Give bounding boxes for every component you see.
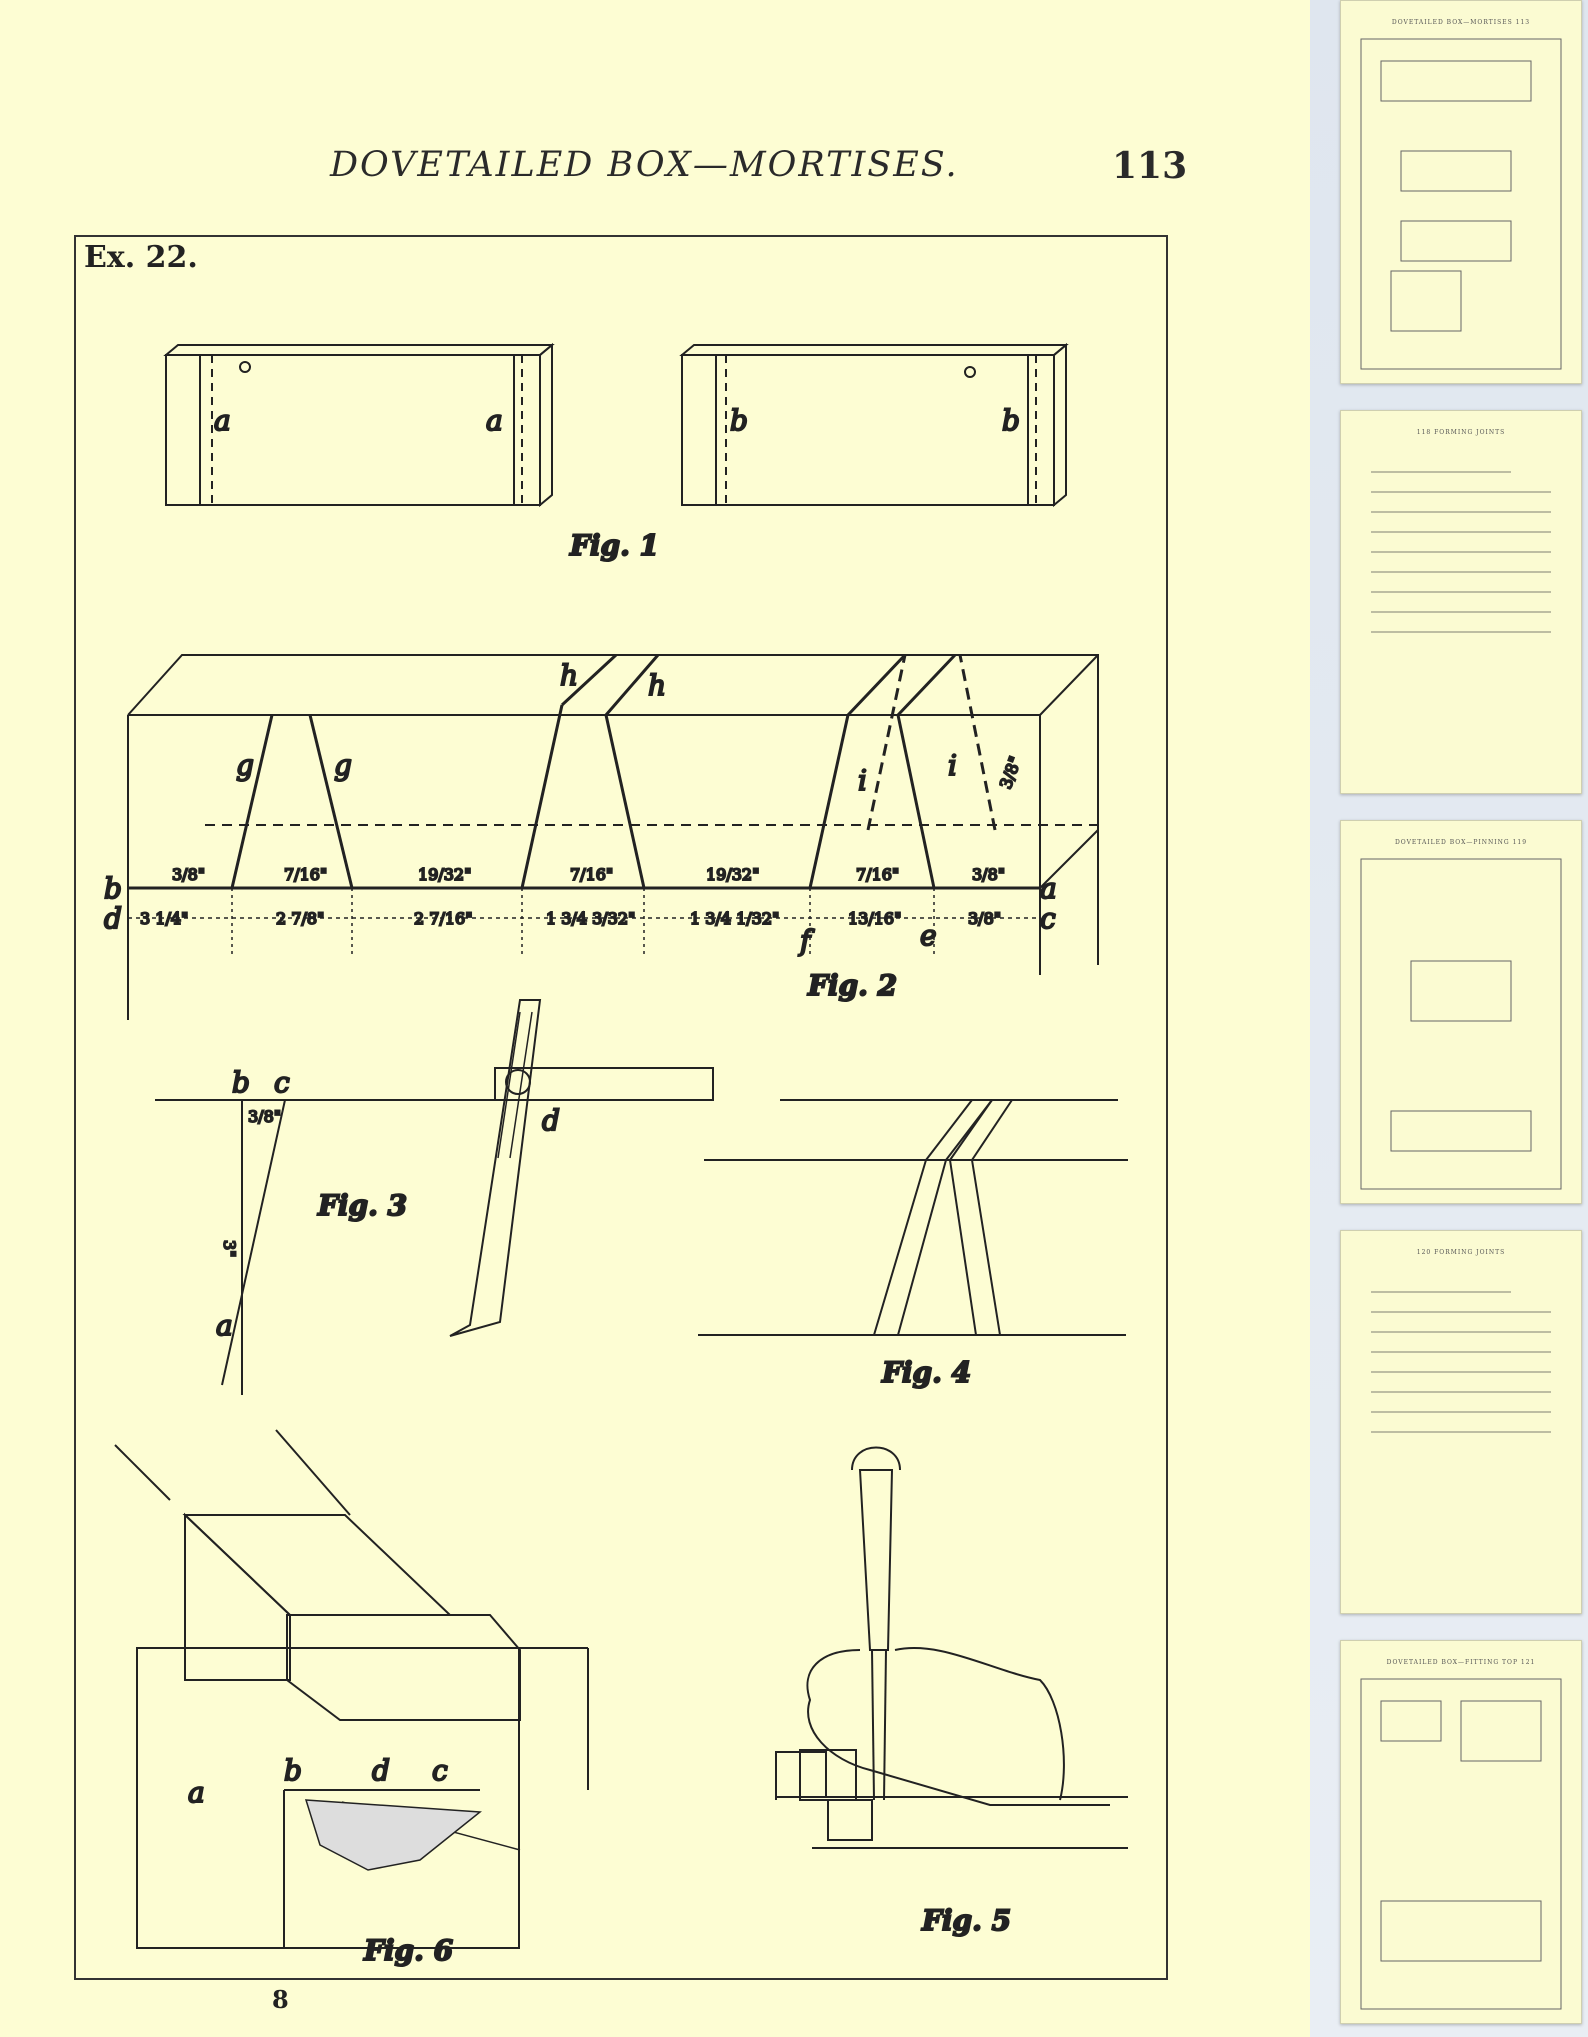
fig2-label-e: e: [920, 919, 937, 952]
thumbnail-header: DOVETAILED BOX—PINNING 119: [1394, 839, 1528, 846]
fig2-width-3: 19/32": [418, 865, 471, 884]
fig4-caption: Fig. 4: [881, 1356, 971, 1389]
fig2-label-h2: h: [648, 669, 666, 702]
fig1-label-a1: a: [214, 404, 231, 437]
fig5-chisel-hand: [775, 1446, 1128, 1849]
fig1-label-b2: b: [1002, 404, 1020, 437]
fig3-label-d: d: [542, 1104, 560, 1137]
fig6-mortise-chiseling: [114, 1429, 589, 1949]
fig2-label-g1: g: [236, 749, 254, 782]
fig3-label-c: c: [274, 1066, 290, 1099]
fig2-label-f: f: [798, 924, 815, 957]
thumbnail-header: DOVETAILED BOX—FITTING TOP 121: [1386, 1659, 1536, 1666]
fig1-boards: [163, 342, 1069, 508]
fig6-label-a: a: [188, 1776, 205, 1809]
fig2-spacing-7: 3/8": [968, 909, 1001, 928]
fig2-label-c: c: [1040, 902, 1056, 935]
fig2-label-b: b: [104, 872, 122, 905]
fig2-spacing-1: 3 1/4": [140, 909, 188, 928]
thumbnail-sidebar[interactable]: DOVETAILED BOX—MORTISES 113 118 FORMING …: [1310, 0, 1588, 2037]
fig1-caption: Fig. 1: [569, 529, 659, 562]
fig6-label-b: b: [284, 1754, 302, 1787]
fig3-dim-side: 3": [220, 1240, 239, 1258]
running-title: DOVETAILED BOX—MORTISES.: [330, 145, 959, 185]
page-number: 113: [1112, 145, 1188, 187]
fig2-width-5: 19/32": [706, 865, 759, 884]
fig3-bevel-setting: [155, 999, 714, 1395]
fig3-label-a: a: [216, 1309, 233, 1342]
fig2-caption: Fig. 2: [807, 969, 897, 1002]
figure-plate: [74, 235, 1168, 1980]
fig4-saw-cuts: [698, 1099, 1128, 1336]
footer-signature: 8: [272, 1985, 289, 2014]
fig2-spacing-3: 2 7/16": [414, 909, 473, 928]
thumbnail-header: DOVETAILED BOX—MORTISES 113: [1391, 19, 1531, 26]
thumbnail-header: 120 FORMING JOINTS: [1416, 1249, 1506, 1256]
fig2-width-4: 7/16": [570, 865, 613, 884]
fig2-spacing-2: 2 7/8": [276, 909, 324, 928]
figure-illustrations: a a b b Fig. 1: [103, 342, 1128, 1968]
fig2-label-d: d: [104, 902, 122, 935]
fig2-label-g2: g: [334, 749, 352, 782]
fig2-width-6: 7/16": [856, 865, 899, 884]
fig6-label-d: d: [372, 1754, 390, 1787]
thumbnail-header: 118 FORMING JOINTS: [1416, 429, 1506, 436]
fig2-label-i1: i: [858, 764, 867, 797]
thumbnail-page-119[interactable]: DOVETAILED BOX—PINNING 119: [1340, 820, 1582, 1204]
fig2-width-2: 7/16": [284, 865, 327, 884]
document-page: DOVETAILED BOX—MORTISES. 113 Ex. 22.: [74, 145, 1188, 2014]
fig2-spacing-4: 1 3/4 3/32": [546, 909, 635, 928]
fig2-side-dim: 3/8": [996, 754, 1025, 792]
fig6-caption: Fig. 6: [363, 1934, 453, 1967]
fig2-dovetail-layout: [127, 653, 1099, 1020]
fig3-caption: Fig. 3: [317, 1189, 407, 1222]
fig1-label-a2: a: [486, 404, 503, 437]
thumbnail-page-113[interactable]: DOVETAILED BOX—MORTISES 113: [1340, 0, 1582, 384]
fig2-label-a: a: [1040, 872, 1057, 905]
fig3-label-b: b: [232, 1066, 250, 1099]
fig2-label-i2: i: [948, 749, 957, 782]
thumbnail-page-121[interactable]: DOVETAILED BOX—FITTING TOP 121: [1340, 1640, 1582, 2024]
thumbnail-page-118[interactable]: 118 FORMING JOINTS: [1340, 410, 1582, 794]
fig2-width-1: 3/8": [172, 865, 205, 884]
fig2-width-7: 3/8": [972, 865, 1005, 884]
fig5-caption: Fig. 5: [921, 1904, 1011, 1937]
fig6-label-c: c: [432, 1754, 448, 1787]
fig1-label-b1: b: [730, 404, 748, 437]
fig2-spacing-5: 1 3/4 1/32": [690, 909, 779, 928]
fig3-dim-top: 3/8": [248, 1107, 281, 1126]
fig2-label-h1: h: [560, 659, 578, 692]
exercise-label: Ex. 22.: [84, 240, 198, 275]
thumbnail-page-120[interactable]: 120 FORMING JOINTS: [1340, 1230, 1582, 1614]
fig2-spacing-6: 13/16": [848, 909, 901, 928]
